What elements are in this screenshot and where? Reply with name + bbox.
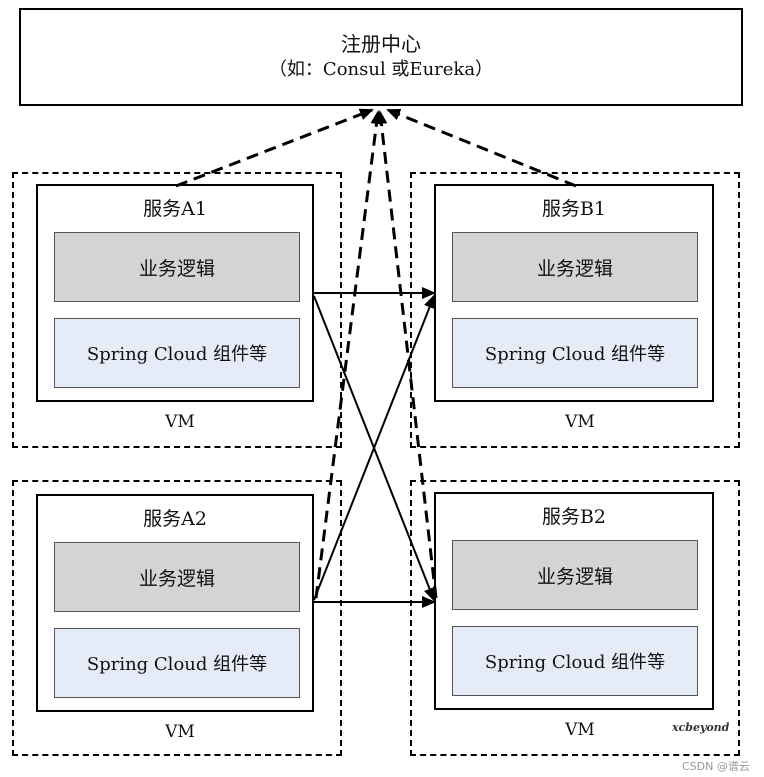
register-arrow-a1 — [175, 108, 374, 188]
business-logic-b2: 业务逻辑 — [452, 540, 698, 610]
business-logic-b1: 业务逻辑 — [452, 232, 698, 302]
service-box-b2: 服务B2 业务逻辑 Spring Cloud 组件等 — [434, 492, 714, 710]
call-arrow-a2-b1 — [313, 294, 436, 601]
service-title-b2: 服务B2 — [541, 506, 607, 528]
spring-cloud-a1: Spring Cloud 组件等 — [54, 318, 300, 388]
register-arrow-b2 — [375, 110, 438, 599]
vm-label-a2: VM — [165, 722, 195, 742]
registry-subtitle: （如：Consul 或Eureka） — [268, 59, 494, 80]
spring-cloud-b2: Spring Cloud 组件等 — [452, 626, 698, 696]
vm-label-a1: VM — [165, 412, 195, 432]
vm-container-a2 — [12, 480, 342, 756]
service-title-a1: 服务A1 — [143, 198, 207, 220]
footer-credit: CSDN @谱云 — [682, 760, 750, 773]
spring-cloud-a2: Spring Cloud 组件等 — [54, 628, 300, 698]
watermark-text: xcbeyond — [672, 721, 730, 734]
service-box-b1: 服务B1 业务逻辑 Spring Cloud 组件等 — [434, 184, 714, 402]
service-box-a2: 服务A2 业务逻辑 Spring Cloud 组件等 — [36, 494, 314, 712]
register-arrow-a2 — [314, 110, 383, 599]
registry-title: 注册中心 — [341, 32, 421, 56]
service-title-b1: 服务B1 — [541, 198, 607, 220]
vm-container-b2 — [410, 480, 740, 756]
vm-container-b1 — [410, 172, 740, 448]
vm-label-b1: VM — [565, 412, 595, 432]
service-title-a2: 服务A2 — [143, 508, 207, 530]
vm-container-a1 — [12, 172, 342, 448]
registry-center-box: 注册中心 （如：Consul 或Eureka） — [19, 8, 743, 106]
business-logic-a1: 业务逻辑 — [54, 232, 300, 302]
service-box-a1: 服务A1 业务逻辑 Spring Cloud 组件等 — [36, 184, 314, 402]
register-arrow-b1 — [386, 108, 577, 188]
business-logic-a2: 业务逻辑 — [54, 542, 300, 612]
vm-label-b2: VM — [565, 720, 595, 740]
spring-cloud-b1: Spring Cloud 组件等 — [452, 318, 698, 388]
